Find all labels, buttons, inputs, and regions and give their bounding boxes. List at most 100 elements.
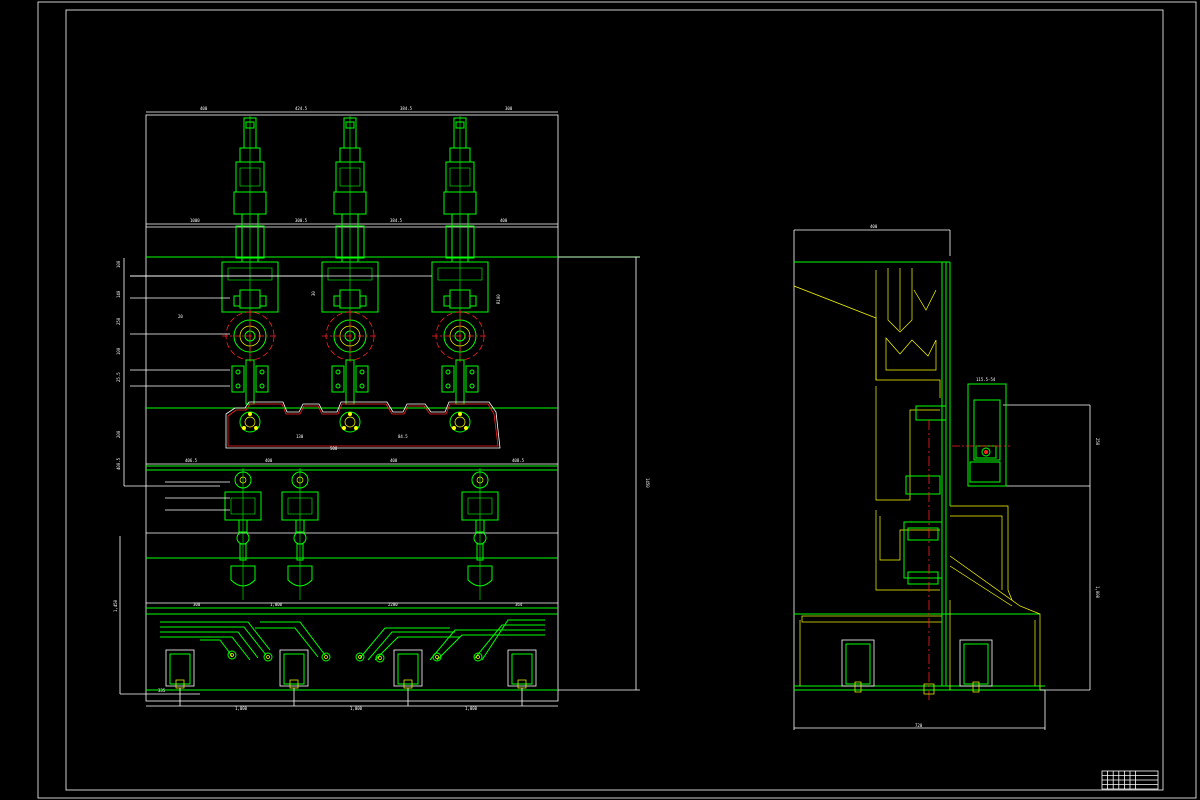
side-detail-dim: 115.5-54 bbox=[976, 377, 996, 382]
dim-low-3: 500 bbox=[330, 446, 338, 451]
rail-hole-core bbox=[358, 655, 362, 659]
side-dimensions: 400 720 250 1,000 115.5-54 bbox=[870, 224, 1100, 728]
gripper-core bbox=[244, 416, 256, 428]
base-holes bbox=[227, 650, 483, 663]
clamp-bolt-right bbox=[359, 295, 367, 307]
clamp-bolt-right bbox=[469, 295, 477, 307]
callout-2: 20 bbox=[178, 314, 183, 319]
side-top-dim: 400 bbox=[870, 224, 878, 229]
lower-foot bbox=[467, 565, 493, 587]
conveyor-profile bbox=[225, 401, 501, 449]
bay-inner bbox=[283, 653, 305, 685]
base-bay-2 bbox=[279, 649, 309, 706]
dim-low-4: 400 bbox=[390, 458, 398, 463]
front-dimensions: 400 424.5 384.5 300 1000 300.5 384.5 400… bbox=[113, 106, 650, 711]
dim-bot-4: 364 bbox=[515, 602, 523, 607]
gripper-dot bbox=[452, 426, 456, 430]
gripper-core bbox=[454, 416, 466, 428]
gripper-dot bbox=[248, 412, 252, 416]
front-frame-lines bbox=[119, 111, 640, 707]
dim-side-3: 250 bbox=[116, 317, 121, 325]
clamp-bolt-left bbox=[333, 295, 341, 307]
rail-hole-3 bbox=[321, 652, 331, 662]
upper-station-2 bbox=[130, 116, 379, 433]
gripper-dot bbox=[348, 412, 352, 416]
bolt bbox=[235, 383, 241, 389]
rail-hole-7 bbox=[473, 652, 483, 662]
dim-right-height: 1450 bbox=[645, 478, 650, 488]
rail-hole-core bbox=[230, 653, 234, 657]
dim-low-2: 400 bbox=[265, 458, 273, 463]
upper-stations bbox=[130, 116, 489, 433]
gripper-core bbox=[344, 416, 356, 428]
bolt bbox=[259, 369, 265, 375]
side-right-dim-1: 250 bbox=[1095, 438, 1100, 446]
arm-block-right bbox=[355, 365, 369, 393]
arm-rod bbox=[455, 359, 465, 405]
side-right-dim-2: 1,000 bbox=[1095, 586, 1100, 599]
bay-inner bbox=[397, 653, 419, 685]
side-bay-outline bbox=[959, 639, 993, 687]
side-centerlines bbox=[928, 420, 1010, 700]
dim-mid-1: 1000 bbox=[190, 218, 200, 223]
bolt bbox=[469, 383, 475, 389]
bolt bbox=[359, 383, 365, 389]
bay-outline bbox=[279, 649, 309, 687]
lower-foot bbox=[230, 565, 256, 587]
dim-low-1: 406.5 bbox=[185, 458, 198, 463]
bay-outline bbox=[393, 649, 423, 687]
callout-4: 84.5 bbox=[398, 434, 408, 439]
rail-hole-core bbox=[435, 655, 439, 659]
dim-low-5: 408.5 bbox=[512, 458, 525, 463]
dim-side-4: 100 bbox=[116, 347, 121, 355]
side-bays bbox=[841, 639, 993, 695]
arm-block-left bbox=[231, 365, 245, 393]
upper-station-1 bbox=[130, 116, 279, 433]
rail-hole-core bbox=[266, 655, 270, 659]
dim-base-1: 335 bbox=[158, 688, 166, 693]
lower-station-3 bbox=[461, 468, 499, 600]
lower-stations bbox=[165, 468, 499, 600]
base-bays bbox=[165, 649, 537, 706]
mount-slot bbox=[327, 267, 373, 281]
clamp-bolt-left bbox=[233, 295, 241, 307]
gripper-dot bbox=[242, 426, 246, 430]
rail-hole-1 bbox=[227, 650, 237, 660]
side-outline bbox=[793, 229, 1091, 730]
callout-5: 130 bbox=[296, 434, 304, 439]
gripper-dot bbox=[464, 426, 468, 430]
dim-top-2: 424.5 bbox=[295, 106, 308, 111]
side-bay-outline bbox=[841, 639, 875, 687]
rail-hole-6 bbox=[432, 652, 442, 662]
rail-hole-core bbox=[378, 656, 382, 660]
dim-mid-3: 384.5 bbox=[390, 218, 403, 223]
sheet-border bbox=[37, 1, 1197, 799]
base-bay-1 bbox=[165, 649, 195, 706]
dim-side-1: 100 bbox=[116, 260, 121, 268]
side-bay-inner bbox=[845, 643, 871, 685]
side-center-foot bbox=[923, 683, 935, 695]
side-bay-2 bbox=[959, 639, 993, 693]
gripper-dot bbox=[458, 412, 462, 416]
dim-base-2: 1,000 bbox=[235, 706, 248, 711]
dim-side-2: 140 bbox=[116, 290, 121, 298]
bay-inner bbox=[511, 653, 533, 685]
bolt bbox=[335, 383, 341, 389]
rail-hole-core bbox=[324, 655, 328, 659]
dim-mid-4: 400 bbox=[500, 218, 508, 223]
bay-outline bbox=[507, 649, 537, 687]
gripper-dot bbox=[342, 426, 346, 430]
callout-3: R100 bbox=[496, 294, 501, 304]
mount-slot bbox=[227, 267, 273, 281]
bolt bbox=[259, 383, 265, 389]
side-bay-foot bbox=[972, 681, 980, 693]
dim-bot-1: 300 bbox=[193, 602, 201, 607]
side-bottom-dim: 720 bbox=[915, 723, 923, 728]
gripper-dot bbox=[254, 426, 258, 430]
front-view: 400 424.5 384.5 300 1000 300.5 384.5 400… bbox=[113, 106, 650, 711]
side-green-lines bbox=[903, 262, 1007, 686]
dim-left-height: 1,450 bbox=[113, 599, 118, 612]
dim-mid-2: 300.5 bbox=[295, 218, 308, 223]
callout-1: 30 bbox=[311, 291, 316, 296]
